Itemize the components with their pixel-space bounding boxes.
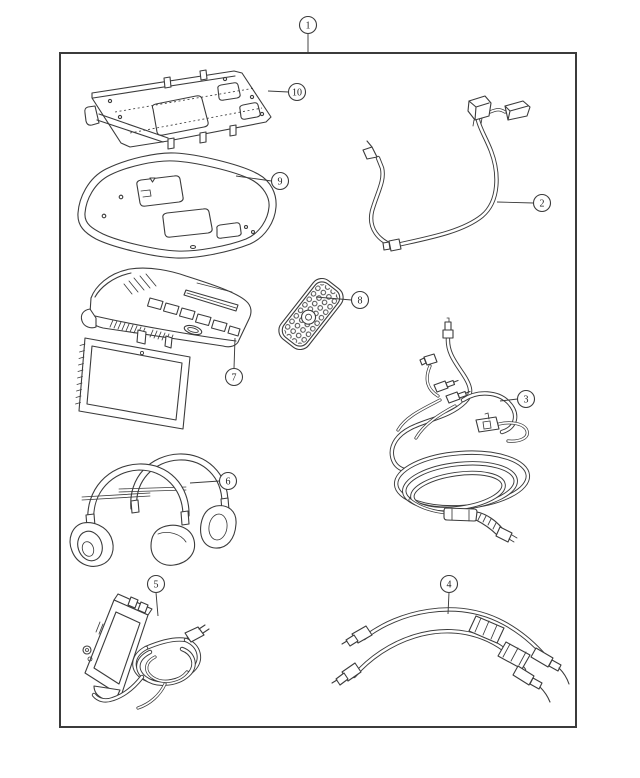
dvd-player-drawing: [75, 267, 252, 430]
callout-3-number: 3: [524, 395, 529, 406]
module-jack: [137, 601, 149, 614]
top-plug: [442, 329, 454, 339]
wiring-harness-drawing: [362, 95, 531, 252]
callout-6-number: 6: [226, 477, 231, 488]
patch-cables-drawing: [331, 607, 570, 703]
av-cable-assembly-drawing: [389, 317, 531, 543]
plug-body: [530, 647, 554, 668]
callout-4: 4: [439, 574, 459, 615]
braid-hatch: [477, 513, 497, 530]
callout-10: 10: [267, 82, 307, 102]
callout-8-number: 8: [358, 296, 363, 307]
corner-crease-lines: [123, 273, 157, 295]
remote-dpad: [300, 309, 317, 325]
bracket-hook: [84, 105, 100, 126]
callout-4-number: 4: [447, 580, 452, 591]
harness-connector-b: [504, 100, 531, 121]
screen-edge-ridges: [75, 343, 86, 405]
callout-5-number: 5: [154, 580, 159, 591]
harness-connector-a: [467, 95, 492, 121]
inline-adapter: [475, 416, 500, 433]
plug-body: [512, 665, 535, 686]
callout-2: 2: [496, 193, 552, 213]
callout-9: 9: [235, 171, 290, 191]
inline-connector: [443, 507, 478, 522]
callout-9-number: 9: [278, 177, 283, 188]
harness-clip: [362, 146, 378, 160]
module-jack: [127, 596, 139, 609]
callout-7-number: 7: [232, 373, 237, 384]
bracket-center-plate: [151, 95, 209, 136]
video-module-drawing: [82, 593, 210, 710]
console-housing-drawing: [77, 152, 277, 259]
callout-3: 3: [499, 389, 536, 409]
rca-plug: [445, 391, 461, 404]
callout-2-number: 2: [540, 199, 545, 210]
callout-8: 8: [315, 290, 370, 310]
rca-plug: [433, 380, 449, 393]
housing-cutout-b: [162, 208, 213, 238]
flip-down-screen: [78, 337, 191, 430]
player-buttons: [146, 297, 241, 337]
wrap-hatch: [502, 643, 527, 666]
headphones-drawing: [69, 453, 237, 567]
remote-control-drawing: [278, 277, 344, 351]
ear-cup: [200, 505, 237, 549]
mounting-bracket-drawing: [84, 69, 272, 150]
callout-6: 6: [189, 471, 238, 491]
ear-cup: [150, 524, 196, 566]
callout-7: 7: [224, 337, 244, 387]
harness-plug: [388, 238, 402, 252]
wrap-hatch: [474, 617, 498, 640]
callout-10-number: 10: [292, 88, 302, 99]
kit-boundary-box: [59, 52, 577, 728]
callout-1-number: 1: [306, 21, 311, 32]
housing-cutout-a: [136, 175, 184, 207]
cable-wrap: [468, 615, 505, 644]
callout-1: 1: [298, 15, 318, 52]
end-plug: [495, 526, 513, 543]
screen-hinge: [136, 329, 147, 345]
callout-5: 5: [146, 574, 166, 617]
